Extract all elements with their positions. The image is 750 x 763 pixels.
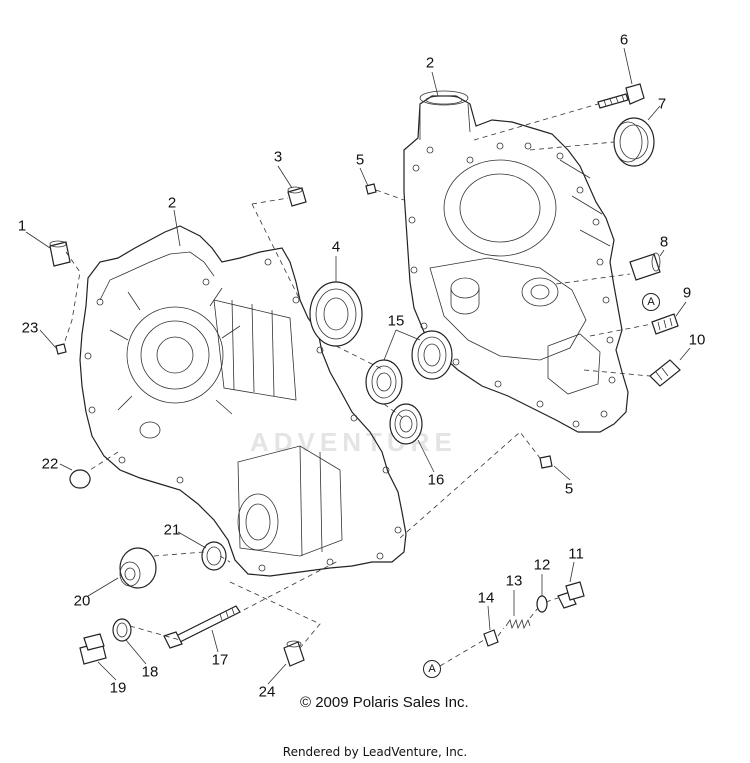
callout-17: 17 — [211, 651, 229, 669]
oil-seal-21 — [201, 541, 227, 571]
callout-18: 18 — [141, 663, 159, 681]
dowel-3 — [287, 187, 307, 207]
callout-5-top: 5 — [355, 151, 365, 169]
callout-21: 21 — [163, 521, 181, 539]
washer-18 — [112, 618, 132, 642]
dowel-24 — [283, 641, 305, 667]
callout-15: 15 — [387, 312, 405, 330]
callout-4: 4 — [331, 238, 341, 256]
callout-6: 6 — [619, 31, 629, 49]
washer-12 — [536, 595, 548, 613]
callout-11: 11 — [568, 545, 584, 563]
leader-lines — [25, 47, 691, 685]
callout-23: 23 — [21, 319, 39, 337]
bolt-17 — [175, 605, 241, 643]
rendered-by-footer: Rendered by LeadVenture, Inc. — [282, 745, 468, 759]
dowel-5-top — [365, 183, 377, 195]
copyright-notice: © 2009 Polaris Sales Inc. — [300, 694, 469, 711]
callout-9: 9 — [682, 284, 692, 302]
bearing-16 — [389, 403, 423, 445]
right-crankcase — [403, 90, 629, 433]
callout-10: 10 — [688, 331, 706, 349]
reference-marker-a-lower: A — [423, 660, 441, 678]
dowel-5-bottom — [539, 455, 553, 469]
spring-13 — [505, 618, 531, 630]
assembly-lines — [63, 103, 653, 667]
plug-22 — [69, 469, 91, 489]
callout-1: 1 — [17, 217, 27, 235]
bearing-15b — [365, 359, 403, 405]
callout-19: 19 — [109, 679, 127, 697]
dowel-8 — [629, 253, 661, 281]
callout-24: 24 — [258, 683, 276, 701]
callout-14: 14 — [477, 589, 495, 607]
callout-22: 22 — [41, 455, 59, 473]
fitting-10 — [649, 359, 681, 387]
callout-20: 20 — [73, 592, 91, 610]
callout-16: 16 — [427, 471, 445, 489]
left-crankcase — [79, 225, 407, 577]
bearing-15a — [411, 330, 453, 380]
callout-7: 7 — [657, 95, 667, 113]
callout-5-bottom: 5 — [564, 480, 574, 498]
callout-13: 13 — [505, 572, 523, 590]
callout-2-left: 2 — [167, 194, 177, 212]
plug-20 — [119, 547, 157, 589]
valve-14 — [483, 629, 499, 647]
bolt-6 — [597, 83, 645, 109]
bearing-4 — [309, 281, 363, 347]
reference-marker-a-upper: A — [642, 293, 660, 311]
callout-8: 8 — [659, 233, 669, 251]
callout-2-right: 2 — [425, 54, 435, 72]
oil-seal-7 — [613, 117, 655, 167]
callout-12: 12 — [533, 556, 551, 574]
plug-1 — [49, 241, 71, 267]
pin-23 — [55, 343, 67, 355]
callout-3: 3 — [273, 148, 283, 166]
